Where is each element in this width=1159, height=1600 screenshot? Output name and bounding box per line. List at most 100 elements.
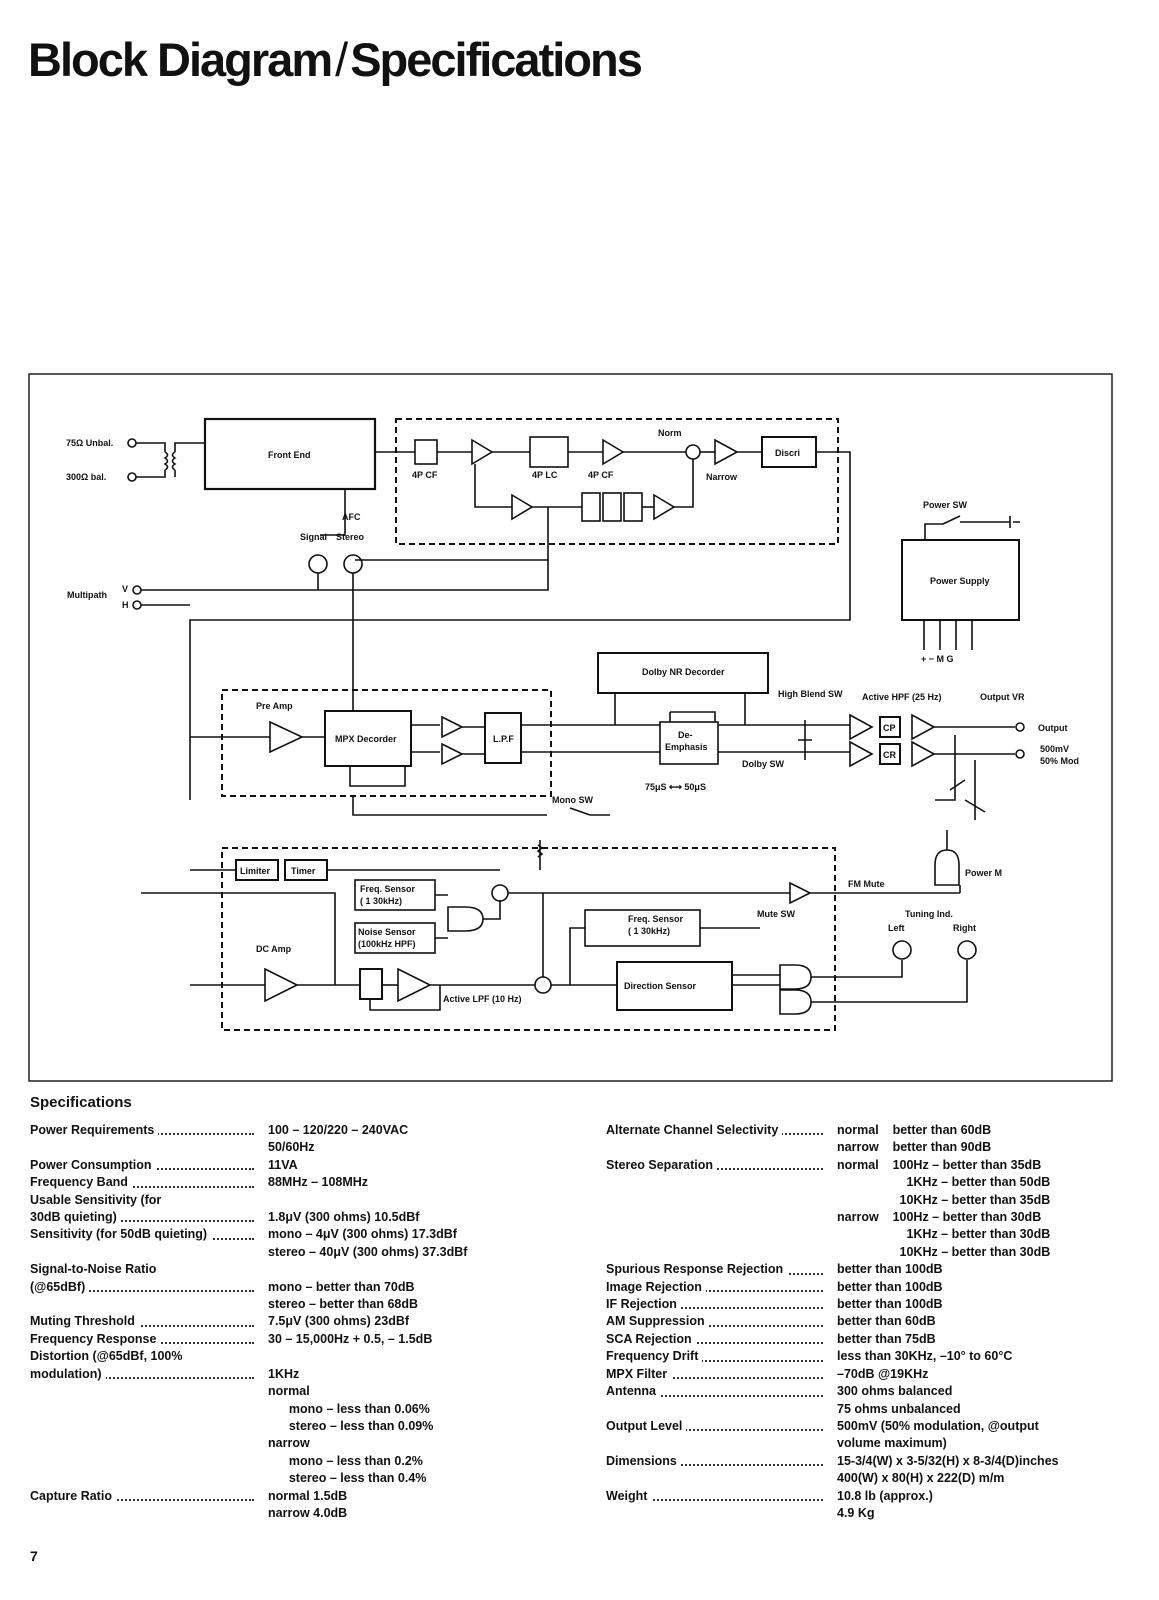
active-lpf-label: Active LPF (10 Hz) [443, 994, 522, 1004]
spec-value: 400(W) x 80(H) x 222(D) m/m [837, 1471, 1005, 1486]
narrow-label: Narrow [706, 472, 738, 482]
spec-row: Distortion (@65dBf, 100%modulation) 1KHz… [30, 1348, 570, 1487]
spec-label: Distortion (@65dBf, 100% [30, 1349, 187, 1364]
spec-value: narrow better than 90dB [837, 1140, 992, 1155]
norm-label: Norm [658, 428, 682, 438]
diagram-frame [28, 373, 1113, 1082]
spec-label: Sensitivity (for 50dB quieting) [30, 1227, 212, 1242]
spec-value: 500mV (50% modulation, @output [837, 1418, 1039, 1433]
spec-label: Muting Threshold [30, 1314, 139, 1329]
freq-sensor-2-label: Freq. Sensor [628, 914, 684, 924]
spec-row: Stereo Separation normal 100Hz – better t… [606, 1157, 1146, 1261]
fm-mute-label: FM Mute [848, 879, 885, 889]
spec-row: Muting Threshold 7.5μV (300 ohms) 23dBf [30, 1313, 570, 1330]
spec-label: Antenna [606, 1384, 660, 1399]
spec-value: 88MHz – 108MHz [268, 1175, 369, 1190]
spec-label: Dimensions [606, 1453, 681, 1468]
spec-value [268, 1192, 570, 1209]
dolby-sw-label: Dolby SW [742, 759, 785, 769]
block-diagram: 75Ω Unbal. 300Ω bal. Front End AFC 4P CF… [28, 373, 1113, 1082]
spec-label: Capture Ratio [30, 1488, 116, 1503]
mute-sw-label: Mute SW [757, 909, 796, 919]
spec-label: (@65dBf) [30, 1279, 90, 1294]
spec-value: mono – less than 0.2% [268, 1453, 423, 1468]
spec-label: Signal-to-Noise Ratio [30, 1262, 161, 1277]
right-label: Right [953, 923, 976, 933]
limiter-label: Limiter [240, 866, 271, 876]
spec-label: AM Suppression [606, 1314, 709, 1329]
spec-value: 4.9 Kg [837, 1505, 875, 1520]
spec-value: 50/60Hz [268, 1140, 315, 1155]
dolby-nr-label: Dolby NR Decorder [642, 667, 725, 677]
spec-value: narrow 100Hz – better than 30dB [837, 1210, 1042, 1225]
spec-value: 1.8μV (300 ohms) 10.5dBf [268, 1210, 420, 1225]
spec-label: Frequency Drift [606, 1349, 703, 1364]
spec-value: better than 100dB [837, 1279, 943, 1294]
pre-amp-label: Pre Amp [256, 701, 293, 711]
spec-label: Weight [606, 1488, 652, 1503]
spec-value: 11VA [268, 1157, 298, 1172]
spec-value: normal 100Hz – better than 35dB [837, 1157, 1042, 1172]
spec-label: Image Rejection [606, 1279, 706, 1294]
freq-sensor-1-label: Freq. Sensor [360, 884, 416, 894]
spec-label: Frequency Response [30, 1331, 161, 1346]
spec-value: better than 100dB [837, 1297, 943, 1312]
label-75-unbal: 75Ω Unbal. [66, 438, 113, 448]
spec-value: better than 75dB [837, 1331, 936, 1346]
spec-value: stereo – less than 0.09% [268, 1418, 434, 1433]
page-title: Block Diagram/Specifications [28, 33, 643, 86]
power-supply-label: Power Supply [930, 576, 990, 586]
noise-sensor-sub: (100kHz HPF) [358, 939, 416, 949]
spec-value: normal 1.5dB [268, 1488, 348, 1503]
spec-row: Image Rejection better than 100dB [606, 1279, 1146, 1296]
spec-value: 75 ohms unbalanced [837, 1401, 961, 1416]
signal-label: Signal [300, 532, 327, 542]
spec-label: Power Consumption [30, 1157, 156, 1172]
cf4p-a-label: 4P CF [412, 470, 438, 480]
title-specifications: Specifications [350, 33, 643, 86]
output-vr-label: Output VR [980, 692, 1025, 702]
multipath-v-label: V [122, 584, 128, 594]
spec-value: 15-3/4(W) x 3-5/32(H) x 8-3/4(D)inches [837, 1453, 1059, 1468]
dc-amp-label: DC Amp [256, 944, 292, 954]
spec-value: normal better than 60dB [837, 1123, 992, 1137]
spec-value: narrow [268, 1436, 310, 1451]
spec-value [268, 1348, 570, 1365]
spec-value: 1KHz [268, 1366, 300, 1381]
high-blend-label: High Blend SW [778, 689, 843, 699]
afc-label: AFC [342, 512, 361, 522]
spec-value: stereo – less than 0.4% [268, 1471, 427, 1486]
spec-label: IF Rejection [606, 1297, 681, 1312]
emphasis-select-label: 75μS ⟷ 50μS [645, 782, 706, 792]
spec-label: Stereo Separation [606, 1157, 717, 1172]
output-label: Output [1038, 723, 1068, 733]
direction-sensor-label: Direction Sensor [624, 981, 697, 991]
rails-label: + − M G [921, 654, 954, 664]
spec-value: mono – less than 0.06% [268, 1401, 430, 1416]
output-level-label-1: 500mV [1040, 744, 1069, 754]
spec-value: mono – 4μV (300 ohms) 17.3dBf [268, 1227, 457, 1242]
de-emphasis-label-1: De- [678, 730, 693, 740]
spec-value: 7.5μV (300 ohms) 23dBf [268, 1314, 410, 1329]
spec-label: Usable Sensitivity (for [30, 1192, 166, 1207]
noise-sensor-label: Noise Sensor [358, 927, 416, 937]
power-m-label: Power M [965, 868, 1002, 878]
cr-label: CR [883, 750, 896, 760]
spec-value: 1KHz – better than 30dB [837, 1227, 1051, 1242]
multipath-label: Multipath [67, 590, 107, 600]
tuning-ind-label: Tuning Ind. [905, 909, 953, 919]
page-number: 7 [30, 1548, 38, 1564]
spec-value: volume maximum) [837, 1436, 947, 1451]
